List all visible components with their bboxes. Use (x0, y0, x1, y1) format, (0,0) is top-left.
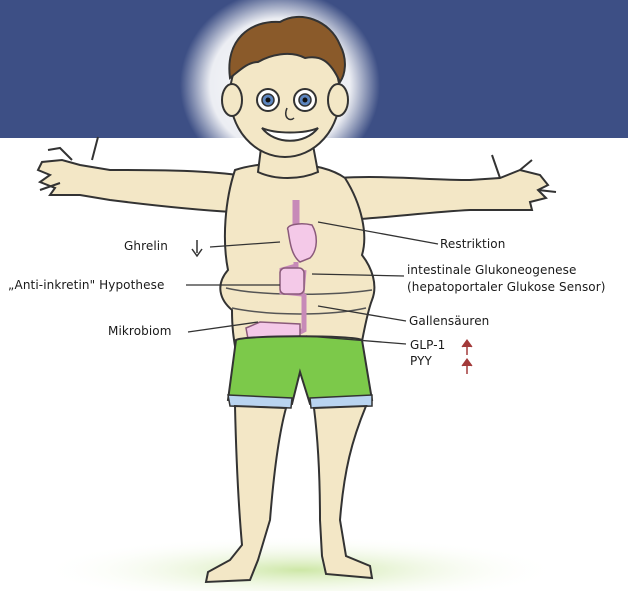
label-gallensaeuren: Gallensäuren (409, 314, 489, 328)
label-ghrelin: Ghrelin (124, 239, 168, 253)
right-arm (340, 170, 548, 220)
grass-ground (40, 536, 560, 591)
glp1-arrow-up-icon (462, 340, 472, 355)
label-glukoneogenese-line2: (hepatoportaler Glukose Sensor) (407, 280, 606, 294)
label-mikrobiom: Mikrobiom (108, 324, 172, 338)
label-anti-inkretin: „Anti-inkretin" Hypothese (8, 278, 164, 292)
pouch (280, 268, 304, 294)
left-ear (222, 84, 242, 116)
left-arm (38, 160, 238, 212)
left-pupil (266, 98, 271, 103)
right-pupil (303, 98, 308, 103)
shorts (228, 336, 372, 404)
label-glukoneogenese-line1: intestinale Glukoneogenese (407, 263, 576, 277)
right-ear (328, 84, 348, 116)
ghrelin-arrow-down-icon (192, 240, 202, 256)
label-glp1: GLP-1 (410, 338, 445, 352)
label-restriktion: Restriktion (440, 237, 505, 251)
label-pyy: PYY (410, 354, 432, 368)
pyy-arrow-up-icon (462, 359, 472, 374)
